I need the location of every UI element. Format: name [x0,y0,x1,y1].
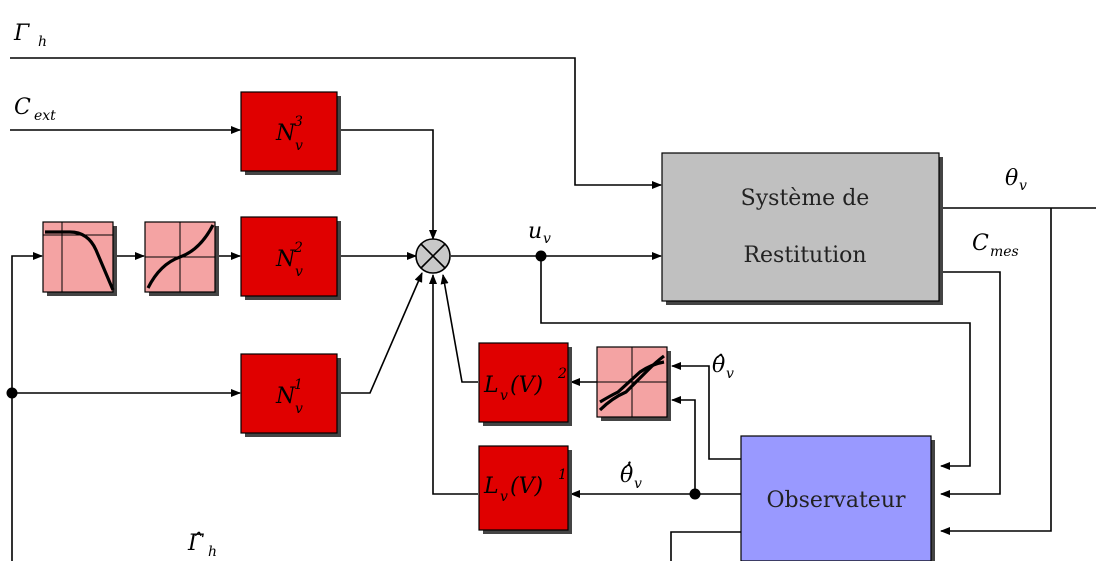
observer-block: Observateur [740,435,935,561]
n1-sup: 1 [294,377,303,393]
label-gamma-h: Γ [13,21,30,46]
deadzone-block [144,221,219,296]
label-theta-hat: θ̂ [712,353,725,378]
observer-label: Observateur [766,488,906,513]
wire-thetadot-nl [671,396,696,494]
wire-n1-sum [338,272,423,394]
label-theta-dot-hat: θ̂̇ [620,460,633,488]
n2-main: N [275,247,296,272]
n2-sub: v [295,264,303,280]
label-uv: u [528,219,542,244]
junction-dot-left [6,387,18,399]
block-l1: L v (V) 1 [478,445,572,534]
n2-sup: 2 [293,240,303,256]
block-n3: N v 3 [240,91,341,175]
label-c-mes: C [972,231,989,256]
saturation-block [42,221,117,296]
label-gamma-h-hat-sub: h [208,544,217,560]
hysteresis-block [596,346,671,421]
label-theta-dot-hat-sub: v [634,476,642,492]
label-c-ext-sub: ext [34,108,56,124]
block-l2: L v (V) 2 [478,342,572,426]
l1-sup: 1 [558,467,567,483]
wire-l2-sum [440,274,478,383]
wire-uv-observer [540,256,971,470]
label-theta-v: θ [1005,166,1018,191]
wire-gamma-h [10,57,662,189]
l2-arg: (V) [510,373,543,398]
l2-main: L [483,373,499,398]
label-gamma-h-sub: h [38,34,47,50]
label-theta-v-sub: v [1019,178,1027,194]
wire-thetahat-nl [671,362,741,460]
l2-sup: 2 [557,366,567,382]
wire-cmes-observer [939,271,1001,498]
l2-sub: v [500,388,508,404]
wire-theta-observer [940,208,1052,535]
n1-sub: v [295,401,303,417]
l1-sub: v [500,489,508,505]
system-label-line2: Restitution [743,243,866,268]
n1-main: N [275,384,296,409]
wire-l1-sum [429,274,478,495]
n3-main: N [275,121,296,146]
junction-dot-thetadot [689,488,701,500]
label-uv-sub: v [543,231,551,247]
block-n1: N v 1 [240,353,341,437]
svg-text:N: N [275,121,296,146]
system-label-line1: Système de [741,186,870,211]
label-c-ext: C [14,95,31,120]
label-c-mes-sub: mes [990,244,1019,260]
label-gamma-h-hat: Γ̂ [187,531,204,556]
wire-n3-sum [338,129,437,240]
system-block: Système de Restitution [661,152,943,305]
l1-arg: (V) [510,474,543,499]
wire-left-vertical [11,252,43,561]
summing-junction [415,238,451,274]
n3-sup: 3 [294,114,303,130]
l1-main: L [483,474,499,499]
label-theta-hat-sub: v [726,366,734,382]
n3-sub: v [295,138,303,154]
block-n2: N v 2 [240,216,341,300]
wire-bottom-stub [670,531,741,561]
junction-dot-uv [535,250,547,262]
